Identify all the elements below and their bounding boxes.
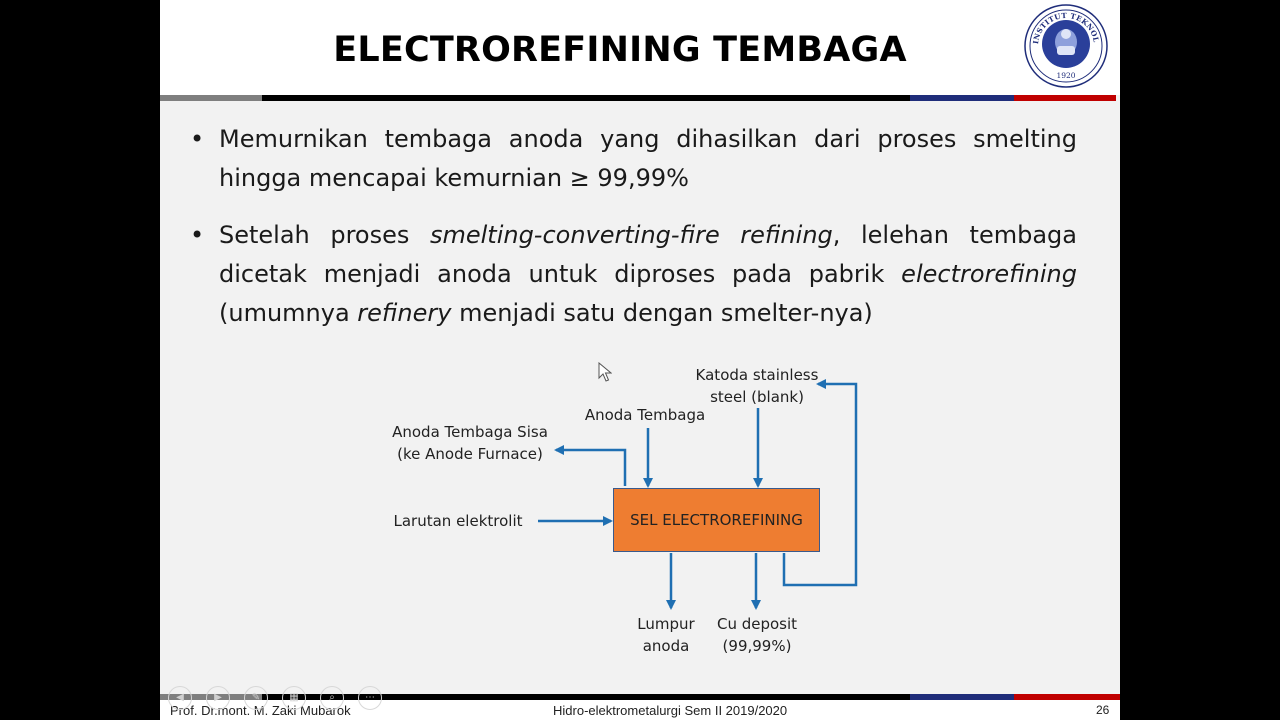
previous-slide-icon[interactable]: ◀ bbox=[168, 686, 192, 710]
footer-course: Hidro-elektrometalurgi Sem II 2019/2020 bbox=[553, 703, 788, 718]
title-divider-red bbox=[1014, 95, 1116, 101]
footer-page-number: 26 bbox=[1096, 703, 1110, 717]
label-anoda-tembaga: Anoda Tembaga bbox=[584, 406, 706, 424]
mouse-pointer-icon bbox=[598, 362, 612, 382]
footer-divider-black bbox=[262, 694, 910, 700]
bullet-2-line-1: Setelah proses smelting-converting-fire … bbox=[219, 221, 1077, 249]
footer-divider-navy bbox=[910, 694, 1014, 700]
slides-grid-icon[interactable]: ▦ bbox=[282, 686, 306, 710]
emphasis-refinery: refinery bbox=[357, 299, 452, 327]
arrow-anoda-sisa-out bbox=[554, 445, 627, 486]
bullet-2-line-3: (umumnya refinery menjadi satu dengan sm… bbox=[219, 299, 873, 327]
itb-logo-icon: INSTITUT TEKNOLOGI BANDUNG 1920 bbox=[1024, 4, 1108, 88]
more-options-icon[interactable]: ⋯ bbox=[358, 686, 382, 710]
title-area: ELECTROREFINING TEMBAGA INSTITUT TEKNOLO… bbox=[160, 0, 1120, 95]
label-anoda-sisa: Anoda Tembaga Sisa(ke Anode Furnace) bbox=[392, 423, 548, 463]
diagram-arrows bbox=[538, 379, 858, 610]
slide-title: ELECTROREFINING TEMBAGA bbox=[333, 30, 907, 70]
bullet-dot: • bbox=[190, 221, 205, 249]
sel-electrorefining-box: SEL ELECTROREFINING bbox=[613, 488, 820, 552]
bullet-1-line-2: hingga mencapai kemurnian ≥ 99,99% bbox=[219, 164, 689, 192]
label-larutan-elektrolit: Larutan elektrolit bbox=[393, 512, 523, 530]
arrow-katoda-return bbox=[782, 379, 858, 587]
bullet-dot: • bbox=[190, 125, 205, 153]
zoom-icon[interactable]: ⌕ bbox=[320, 686, 344, 710]
title-divider-black bbox=[262, 95, 910, 101]
emphasis-process: smelting-converting-fire refining bbox=[429, 221, 833, 249]
pen-icon[interactable]: ✎ bbox=[244, 686, 268, 710]
bullet-2-line-2: dicetak menjadi anoda untuk diproses pad… bbox=[219, 260, 1077, 288]
bullet-1-line-1: Memurnikan tembaga anoda yang dihasilkan… bbox=[219, 125, 1077, 153]
title-divider-navy bbox=[910, 95, 1014, 101]
label-cu-deposit: Cu deposit(99,99%) bbox=[716, 615, 798, 655]
logo-year: 1920 bbox=[1056, 71, 1075, 80]
emphasis-electrorefining: electrorefining bbox=[901, 260, 1077, 288]
title-divider-gray bbox=[160, 95, 262, 101]
slide: ELECTROREFINING TEMBAGA INSTITUT TEKNOLO… bbox=[160, 0, 1120, 720]
footer-divider-red bbox=[1014, 694, 1120, 700]
next-slide-icon[interactable]: ▶ bbox=[206, 686, 230, 710]
footer: Prof. Dr.mont. M. Zaki Mubarok Hidro-ele… bbox=[160, 700, 1120, 720]
